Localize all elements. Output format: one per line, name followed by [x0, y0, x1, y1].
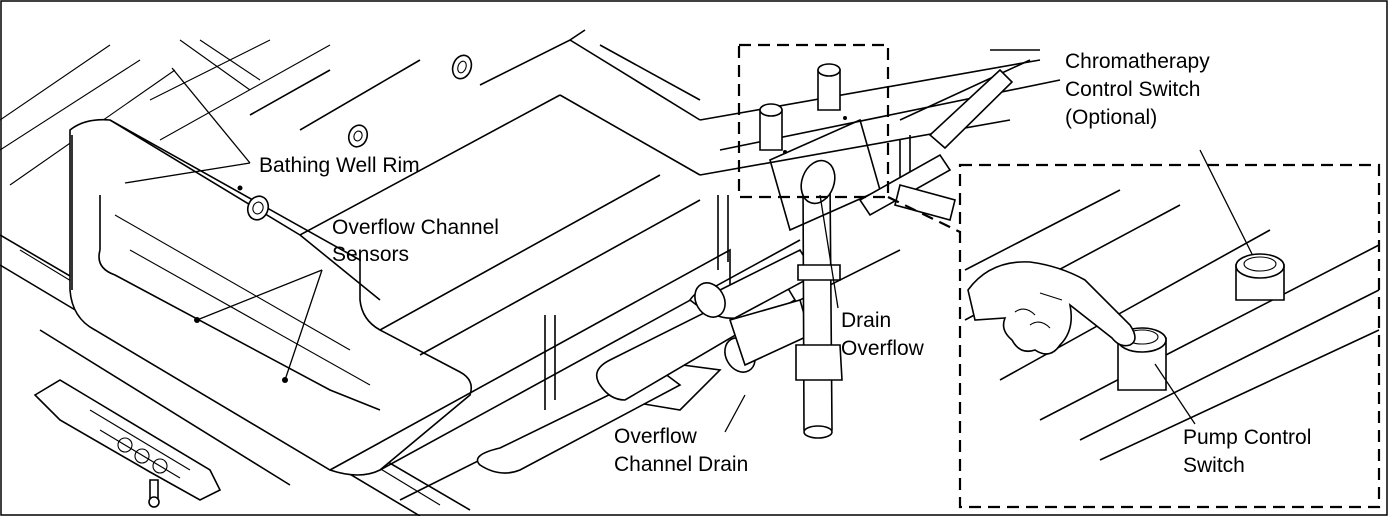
- callout-connector: [887, 196, 961, 233]
- label-chromatherapy-line3: (Optional): [1065, 106, 1157, 129]
- label-pump-control-line1: Pump Control: [1183, 426, 1311, 449]
- label-chromatherapy-line2: Control Switch: [1065, 78, 1200, 101]
- label-overflow-channel-drain-line2: Channel Drain: [614, 453, 748, 476]
- hand-drawing: [967, 261, 1136, 355]
- label-overflow-channel-drain-line1: Overflow: [614, 425, 698, 448]
- label-chromatherapy-line1: Chromatherapy: [1065, 50, 1210, 73]
- label-pump-control-line2: Switch: [1183, 454, 1245, 477]
- label-overflow-channel-sensors-line1: Overflow Channel: [332, 216, 499, 239]
- label-overflow-channel-sensors-line2: Sensors: [332, 243, 409, 266]
- leader-lines: [124, 67, 1253, 433]
- switch-inset-illustration: [964, 189, 1380, 461]
- label-drain-overflow-line2: Overflow: [841, 337, 925, 360]
- control-panel: [33, 379, 222, 501]
- bathtub-illustration: [0, 29, 1061, 516]
- label-bathing-well-rim: Bathing Well Rim: [259, 154, 420, 177]
- switch-detail-box: [958, 163, 1381, 509]
- bathing-well-rim: [69, 118, 473, 476]
- labels: Bathing Well Rim Overflow Channel Sensor…: [259, 50, 1311, 477]
- label-drain-overflow-line1: Drain: [841, 309, 891, 332]
- chromatherapy-switch: [1235, 253, 1285, 279]
